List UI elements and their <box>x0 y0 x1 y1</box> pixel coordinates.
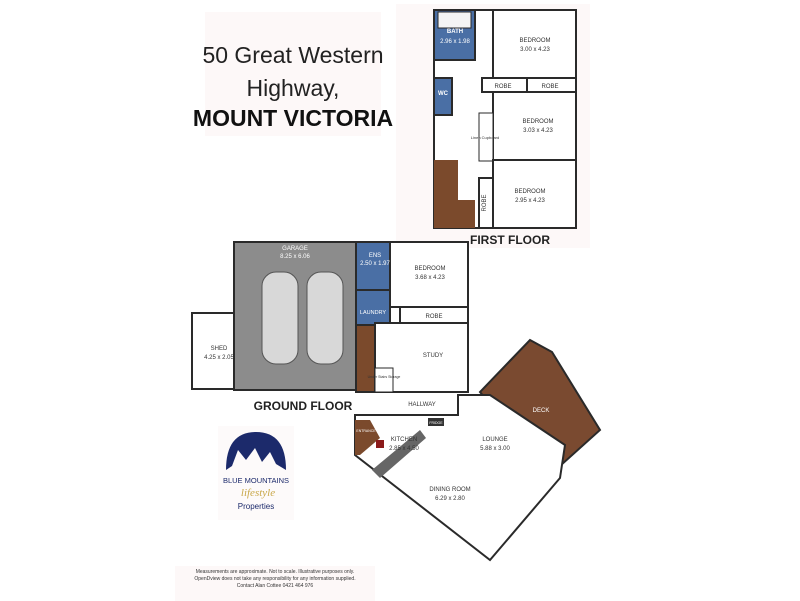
logo: BLUE MOUNTAINS lifestyle Properties <box>218 426 294 520</box>
mountains-logo-icon <box>226 432 286 470</box>
bedroom-3-size: 2.95 x 4.23 <box>515 198 545 204</box>
suburb-title: MOUNT VICTORIA <box>192 105 394 131</box>
bath-label: BATH <box>447 29 463 35</box>
logo-text-3: Properties <box>238 502 274 511</box>
fridge <box>428 418 444 426</box>
fridge-label: FRIDGE <box>429 421 443 425</box>
bedroom-3-label: BEDROOM <box>514 189 545 195</box>
logo-text-2: lifestyle <box>241 487 275 499</box>
laundry-label: LAUNDRY <box>360 310 387 316</box>
address-line-1: 50 Great Western <box>202 42 384 68</box>
hallway-label: HALLWAY <box>408 402 436 408</box>
bedroom-1-size: 3.00 x 4.23 <box>520 47 550 53</box>
kitchen-label: KITCHEN <box>391 437 417 443</box>
linen-cupboard <box>478 112 494 162</box>
bathtub-icon <box>437 11 472 29</box>
entrance-label: ENTRANCE <box>356 429 376 433</box>
under-stairs-storage <box>374 367 394 393</box>
ground-floor-label: GROUND FLOOR <box>254 399 353 413</box>
dining-label: DINING ROOM <box>429 487 470 493</box>
kitchen-bench <box>372 430 426 478</box>
stairs-first-floor <box>434 160 475 228</box>
disclaimer: Measurements are approximate. Not to sca… <box>175 566 375 601</box>
garage-size: 8.25 x 6.06 <box>280 254 310 260</box>
robe-3-label: ROBE <box>482 194 488 211</box>
robe-ground-label: ROBE <box>425 314 442 320</box>
garage-label: GARAGE <box>282 246 308 252</box>
disclaimer-line-1: Measurements are approximate. Not to sca… <box>195 569 355 575</box>
disclaimer-line-2: OpenDview does not take any responsibili… <box>194 576 356 582</box>
wc-label: WC <box>438 91 449 97</box>
shed-label: SHED <box>211 346 228 352</box>
study-label: STUDY <box>423 353 443 359</box>
first-floor-label: FIRST FLOOR <box>470 233 550 247</box>
bath-size: 2.96 x 1.98 <box>440 39 470 45</box>
stairs-ground <box>355 324 376 393</box>
ensuite-size: 2.50 x 1.97 <box>360 261 390 267</box>
lounge-label: LOUNGE <box>482 437 507 443</box>
living-area <box>354 394 567 562</box>
entrance <box>355 420 380 455</box>
bedroom-2-size: 3.03 x 4.23 <box>523 128 553 134</box>
deck-label: DECK <box>533 408 550 414</box>
dining-size: 6.29 x 2.80 <box>435 496 465 502</box>
kitchen-size: 2.85 x 4.50 <box>389 446 419 452</box>
lounge-size: 5.88 x 3.00 <box>480 446 510 452</box>
shed-size: 4.25 x 2.05 <box>204 355 234 361</box>
bedroom-2-label: BEDROOM <box>522 119 553 125</box>
robe-2-label: ROBE <box>541 84 558 90</box>
bedroom-ground-label: BEDROOM <box>414 266 445 272</box>
wc-room <box>433 77 453 116</box>
bedroom-1 <box>492 9 577 79</box>
laundry <box>355 289 391 326</box>
bedroom-1-label: BEDROOM <box>519 38 550 44</box>
first-floor <box>433 9 577 229</box>
ground-floor <box>191 241 602 562</box>
disclaimer-line-3: Contact Alan Cottee 0421 464 976 <box>236 583 314 589</box>
robe-3 <box>478 177 494 229</box>
address-line-2: Highway, <box>246 75 340 101</box>
car-icon <box>306 271 344 365</box>
bedroom-2 <box>492 91 577 161</box>
under-stairs-label: Under Stairs Storage <box>368 375 401 379</box>
logo-text-1: BLUE MOUNTAINS <box>223 476 289 485</box>
linen-cupboard-label: Linen Cupboard <box>471 135 499 140</box>
bedroom-ground-size: 3.68 x 4.23 <box>415 275 445 281</box>
deck <box>478 338 602 477</box>
ensuite <box>355 241 391 291</box>
car-icon <box>261 271 299 365</box>
robe-1-label: ROBE <box>494 84 511 90</box>
cooktop-icon <box>376 440 384 448</box>
ensuite-label: ENS <box>369 253 381 259</box>
title-box: 50 Great Western Highway, MOUNT VICTORIA <box>193 12 393 136</box>
